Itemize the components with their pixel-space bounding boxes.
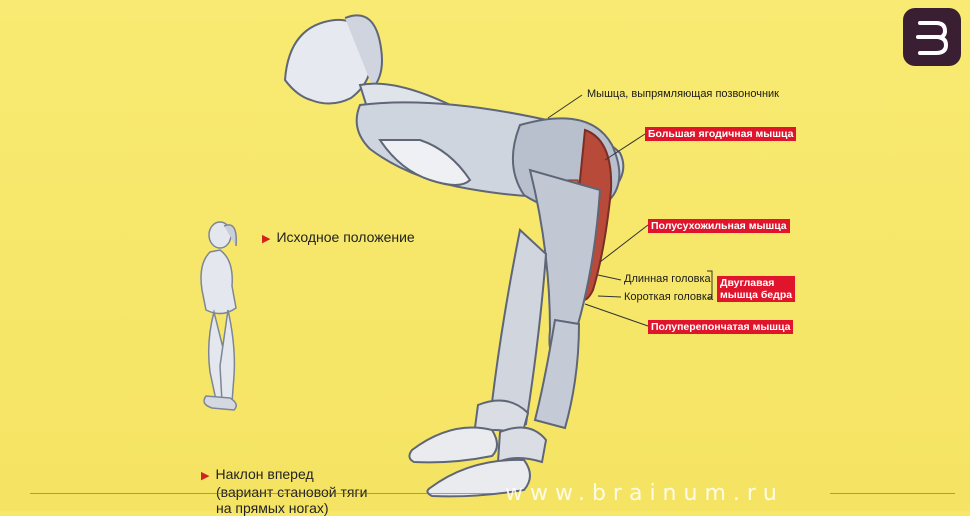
site-watermark[interactable]: www.brainum.ru [505, 481, 784, 506]
label-gluteus-maximus: Большая ягодичная мышца [645, 127, 797, 141]
standing-figure [200, 221, 237, 411]
brainum-logo[interactable] [903, 8, 961, 66]
label-semitendinosus: Полусухожильная мышца [648, 219, 790, 233]
label-erector-spinae: Мышца, выпрямляющая позвоночник [587, 88, 779, 100]
brainum-logo-icon [916, 21, 949, 55]
label-biceps-femoris: Двуглавая мышца бедра [717, 276, 796, 302]
label-long-head: Длинная головка [624, 273, 711, 285]
label-short-head: Короткая головка [624, 291, 714, 303]
triangle-marker-icon: ▶ [262, 233, 271, 245]
caption-start-position-text: Исходное положение [276, 229, 415, 245]
caption-bend-line1: Наклон вперед [215, 466, 314, 482]
caption-bend-line3: на прямых ногах) [216, 500, 329, 516]
label-biceps-femoris-line1: Двуглавая [720, 277, 775, 289]
caption-bend: ▶ Наклон вперед (вариант становой тяги на… [201, 466, 367, 516]
caption-start-position: ▶ Исходное положение [262, 229, 415, 247]
footer-divider-right [830, 493, 955, 494]
leader-lines [547, 94, 713, 327]
caption-bend-line2: (вариант становой тяги [216, 484, 368, 500]
bent-over-figure [283, 14, 625, 498]
label-semimembranosus: Полуперепончатая мышца [648, 320, 794, 334]
label-biceps-femoris-line2: мышца бедра [720, 289, 793, 301]
triangle-marker-icon: ▶ [201, 470, 210, 482]
footer-divider-left [30, 493, 500, 494]
